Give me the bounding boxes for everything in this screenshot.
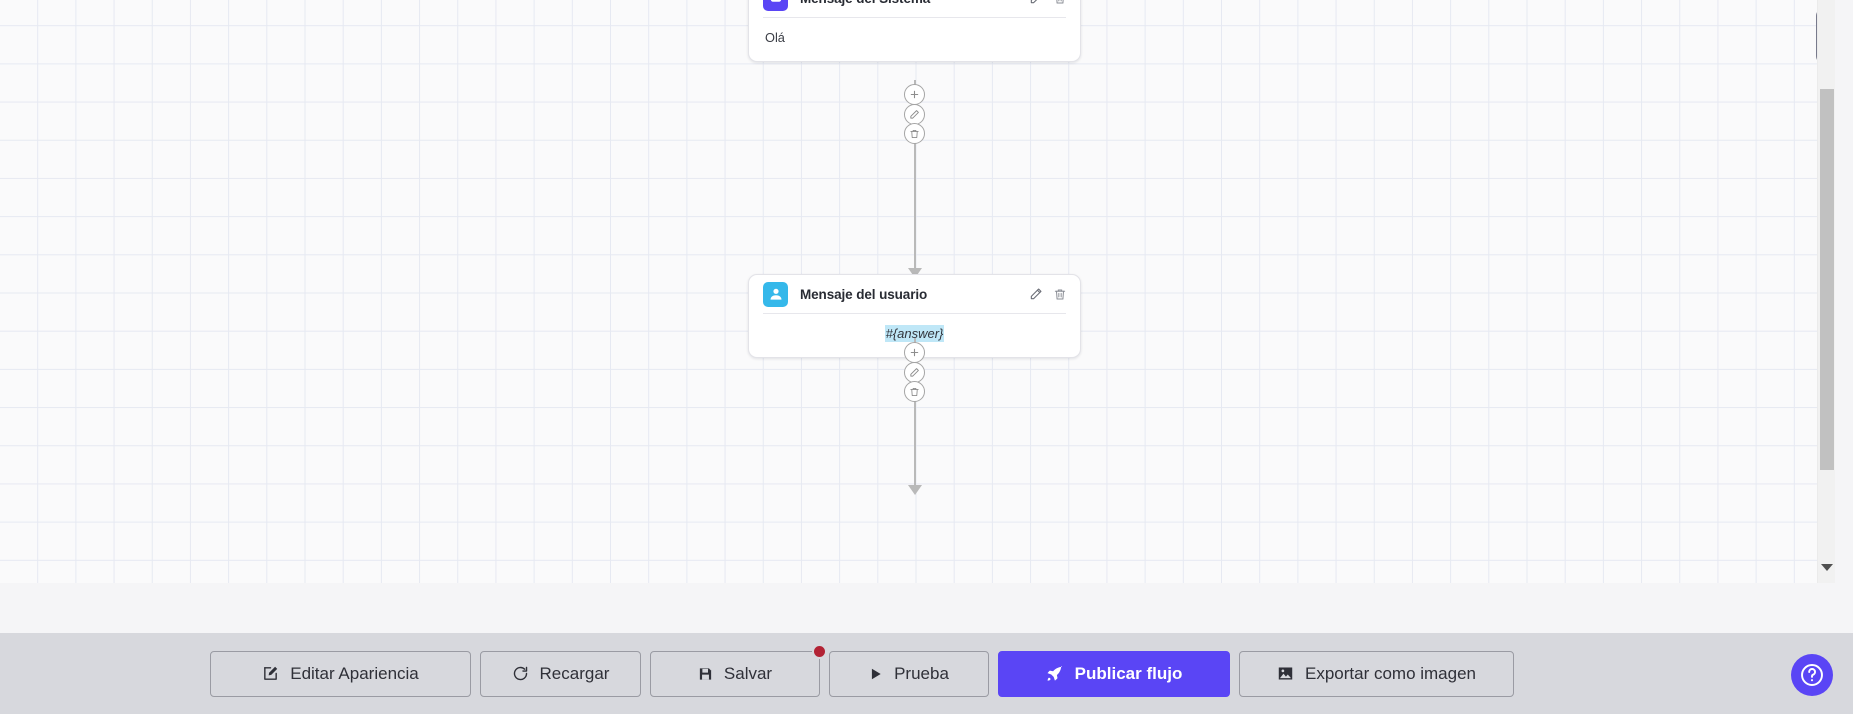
node-user-message[interactable]: Mensaje del usuario [748, 274, 1081, 358]
connector-arrow [908, 485, 922, 495]
connector-line [914, 80, 916, 273]
play-icon [869, 666, 883, 682]
flow-canvas[interactable]: Mensaje del Sistema [0, 0, 1835, 583]
edit-connection-button[interactable] [903, 103, 925, 125]
delete-connection-button[interactable] [903, 381, 925, 402]
node-divider [763, 17, 1066, 18]
connector-system-to-user [903, 80, 925, 280]
export-image-button[interactable]: Exportar como imagen [1239, 650, 1514, 697]
node-title: Mensaje del Sistema [800, 0, 1028, 6]
reload-label: Recargar [539, 663, 610, 683]
variable-token: #{answer} [884, 325, 945, 342]
node-system-message[interactable]: Mensaje del Sistema [748, 0, 1081, 62]
reload-button[interactable]: Recargar [480, 650, 641, 697]
save-button[interactable]: Salvar [650, 643, 827, 697]
publish-flow-button[interactable]: Publicar flujo [998, 650, 1230, 697]
node-actions [1028, 0, 1067, 6]
pencil-icon[interactable] [1028, 0, 1043, 6]
vertical-scrollbar[interactable] [1817, 0, 1835, 583]
connector-arrow [908, 268, 922, 278]
delete-connection-button[interactable] [903, 123, 925, 144]
test-button[interactable]: Prueba [829, 650, 989, 697]
rocket-icon [1046, 665, 1064, 683]
question-mark-icon [1801, 664, 1823, 686]
robot-icon [763, 0, 788, 11]
save-label: Salvar [723, 663, 773, 683]
edit-appearance-button[interactable]: Editar Apariencia [210, 650, 471, 697]
edit-appearance-label: Editar Apariencia [290, 663, 419, 683]
node-header: Mensaje del usuario [749, 275, 1080, 313]
node-title: Mensaje del usuario [800, 286, 928, 302]
connector-action-group [903, 84, 925, 144]
add-node-button[interactable] [903, 84, 925, 105]
user-icon [763, 281, 788, 307]
trash-icon[interactable] [1052, 286, 1067, 302]
connector-action-group [903, 342, 925, 402]
bottom-toolbar: Editar Apariencia Recargar Salvar [0, 633, 1853, 714]
publish-flow-label: Publicar flujo [1074, 663, 1183, 683]
add-node-button[interactable] [903, 342, 925, 363]
node-body[interactable]: Olá [765, 30, 785, 45]
pencil-icon[interactable] [1028, 286, 1043, 302]
edit-connection-button[interactable] [903, 361, 925, 383]
scrollbar-thumb[interactable] [1820, 89, 1834, 470]
chevron-down-icon[interactable] [1820, 564, 1833, 571]
connector-line [914, 338, 916, 490]
export-image-label: Exportar como imagen [1304, 663, 1477, 683]
node-body[interactable]: #{answer} [749, 314, 1080, 357]
node-divider [763, 313, 1066, 314]
edit-appearance-icon [262, 665, 279, 682]
unsaved-changes-badge [812, 643, 827, 659]
canvas-underlay [0, 583, 1853, 633]
refresh-icon [512, 665, 529, 682]
trash-icon[interactable] [1052, 0, 1067, 6]
help-button[interactable] [1791, 654, 1833, 696]
image-icon [1277, 665, 1294, 682]
connector-user-to-next [903, 338, 925, 583]
save-icon [698, 666, 713, 682]
test-label: Prueba [894, 663, 949, 683]
node-actions [1028, 286, 1067, 302]
node-header: Mensaje del Sistema [749, 0, 1080, 17]
